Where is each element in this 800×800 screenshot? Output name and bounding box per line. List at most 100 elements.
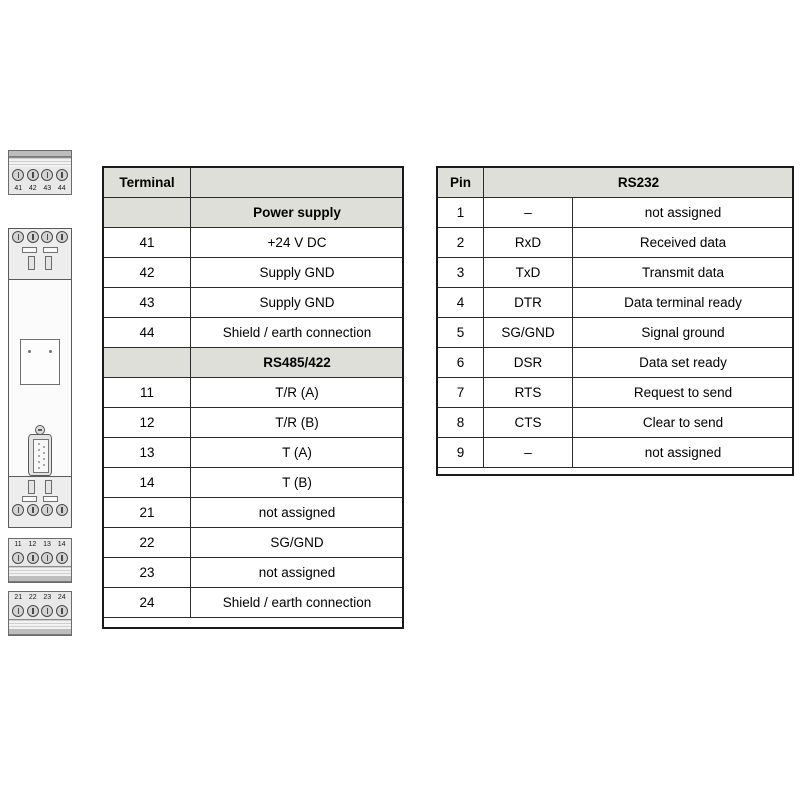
terminal-ribs [9, 157, 71, 167]
pin-number-cell: 4 [437, 287, 484, 318]
column-header-pin: Pin [437, 167, 484, 198]
terminal-number: 22 [28, 594, 37, 601]
terminal-screw [26, 552, 39, 564]
plate-screw-dot [49, 350, 52, 353]
pin-signal-cell: RTS [483, 377, 573, 408]
head-screw [55, 231, 68, 243]
terminal-assignment-cell: T/R (B) [190, 407, 404, 438]
head-screw-row [9, 229, 71, 245]
terminal-assignment-cell: T (B) [190, 467, 404, 498]
terminal-assignment-cell: not assigned [190, 497, 404, 528]
head-screw [26, 231, 39, 243]
pin-description-cell: not assigned [572, 197, 794, 228]
led-window-row [9, 494, 71, 502]
terminal-number-labels: 11 12 13 14 [9, 539, 71, 550]
section-header-row: Power supply [103, 197, 404, 228]
dsub-shell [28, 434, 52, 476]
terminal-assignment-cell: T (A) [190, 437, 404, 468]
head-screw [41, 231, 54, 243]
terminal-screw [41, 169, 54, 181]
led-window [22, 247, 37, 253]
din-rail-latch [28, 480, 35, 494]
terminal-clamp-bar [9, 151, 71, 157]
pin-description-cell: Clear to send [572, 407, 794, 438]
terminal-number-cell: 43 [103, 287, 191, 318]
section-header-title: RS485/422 [190, 347, 404, 378]
head-screw [12, 231, 25, 243]
terminal-screw [12, 552, 25, 564]
pin-signal-cell: DSR [483, 347, 573, 378]
pin-description-cell: Received data [572, 227, 794, 258]
table-header-row: Terminal [103, 167, 404, 198]
head-screw [41, 504, 54, 516]
head-screw [26, 504, 39, 516]
head-screw [12, 504, 25, 516]
pin-description-cell: not assigned [572, 437, 794, 468]
terminal-clamp-bar [9, 576, 71, 582]
pin-description-cell: Data terminal ready [572, 287, 794, 318]
dsub-pin [38, 461, 41, 464]
pin-number-cell: 9 [437, 437, 484, 468]
dsub-pin [43, 446, 46, 449]
pin-description-cell: Transmit data [572, 257, 794, 288]
latch-row [9, 477, 71, 494]
pin-signal-cell: – [483, 197, 573, 228]
dsub-pin [38, 443, 41, 446]
terminal-screw-row [9, 550, 71, 566]
pin-number-cell: 7 [437, 377, 484, 408]
terminal-number-cell: 12 [103, 407, 191, 438]
device-bottom-head [8, 476, 72, 528]
terminal-assignment-cell: Supply GND [190, 287, 404, 318]
column-header-terminal: Terminal [103, 167, 191, 198]
terminal-number-cell: 22 [103, 527, 191, 558]
section-header-title: Power supply [190, 197, 404, 228]
terminal-ribs [9, 619, 71, 629]
terminal-number: 23 [43, 594, 52, 601]
terminal-assignment-cell: T/R (A) [190, 377, 404, 408]
terminal-clamp-bar [9, 629, 71, 635]
power-supply-terminal-block: 41 42 43 44 [8, 150, 72, 195]
pin-number-cell: 8 [437, 407, 484, 438]
terminal-number-cell: 42 [103, 257, 191, 288]
device-top-head [8, 228, 72, 280]
din-rail-latch [28, 256, 35, 270]
pin-number-cell: 3 [437, 257, 484, 288]
dsub-pin-field [33, 439, 49, 473]
column-header-assignment [190, 167, 404, 198]
rs485-422-secondary-terminal-block: 21 22 23 24 [8, 591, 72, 636]
pin-description-cell: Request to send [572, 377, 794, 408]
terminal-number: 43 [43, 185, 52, 192]
terminal-assignment-cell: Shield / earth connection [190, 317, 404, 348]
terminal-screw [41, 552, 54, 564]
pin-signal-cell: CTS [483, 407, 573, 438]
din-rail-latch [45, 480, 52, 494]
terminal-number-cell: 44 [103, 317, 191, 348]
pin-signal-cell: DTR [483, 287, 573, 318]
terminal-screw [12, 605, 25, 617]
terminal-number: 21 [14, 594, 23, 601]
din-rail-latch [45, 256, 52, 270]
terminal-assignment-cell: SG/GND [190, 527, 404, 558]
terminal-assignment-cell: Supply GND [190, 257, 404, 288]
terminal-number-labels: 21 22 23 24 [9, 592, 71, 603]
terminal-number: 12 [28, 541, 37, 548]
terminal-screw [26, 605, 39, 617]
terminal-assignment-cell: Shield / earth connection [190, 587, 404, 618]
pin-description-cell: Data set ready [572, 347, 794, 378]
terminal-assignment-cell: +24 V DC [190, 227, 404, 258]
terminal-number-cell: 41 [103, 227, 191, 258]
dsub-pin [43, 452, 46, 455]
dsub-pin [43, 458, 46, 461]
